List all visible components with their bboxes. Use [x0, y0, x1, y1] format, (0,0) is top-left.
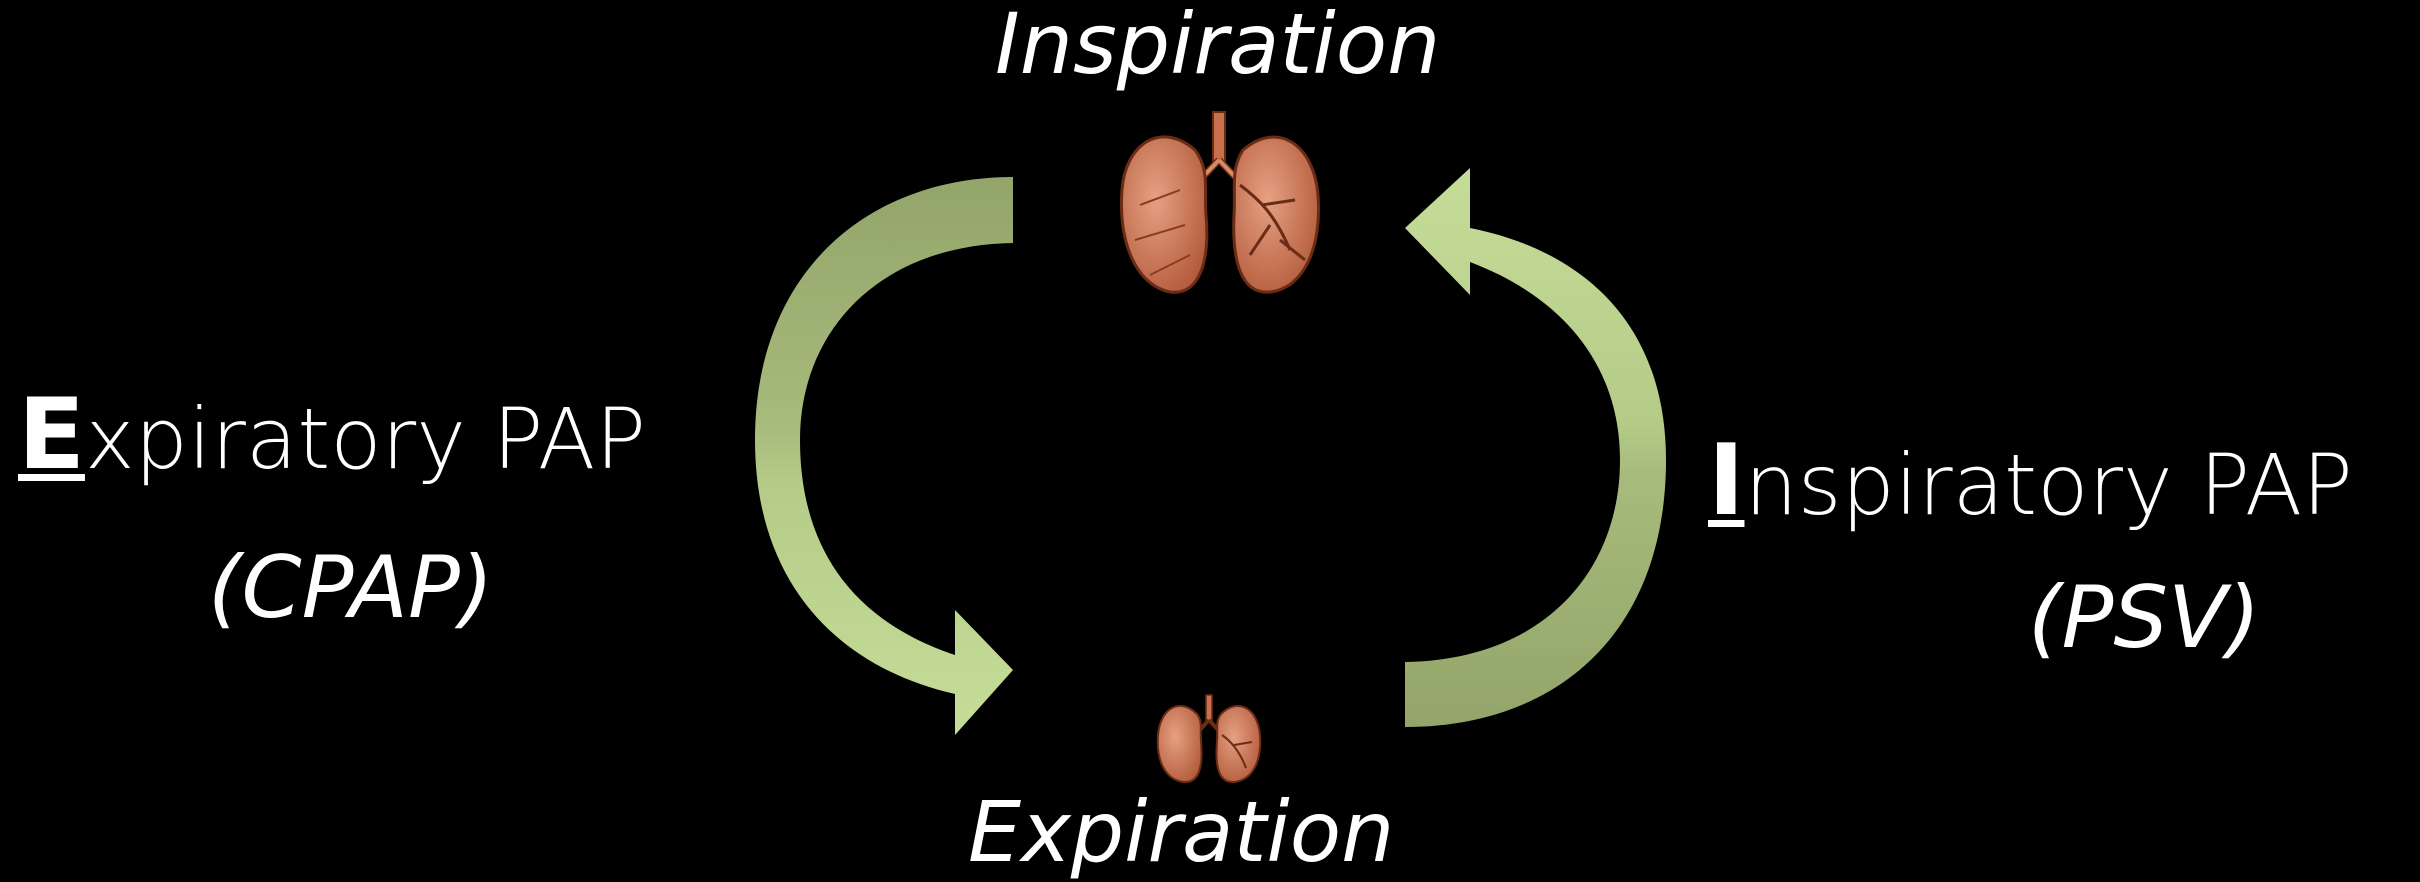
ipap-title-rest: nspiratory PAP: [1744, 436, 2352, 534]
epap-title-rest: xpiratory PAP: [85, 390, 646, 488]
epap-initial: E: [18, 378, 85, 492]
ipap-initial: I: [1708, 424, 1744, 538]
epap-subtitle: (CPAP): [208, 545, 493, 631]
expiration-label: Expiration: [968, 790, 1394, 874]
epap-title: Expiratory PAP: [18, 386, 646, 484]
inspiratory-cycle-arrow: [1405, 168, 1666, 727]
ipap-subtitle: (PSV): [2028, 575, 2260, 661]
expiratory-cycle-arrow: [755, 177, 1013, 735]
inspiration-label: Inspiration: [995, 2, 1440, 86]
lungs-inflated-icon: [1121, 112, 1318, 292]
lungs-deflated-icon: [1158, 695, 1261, 782]
ipap-title: Inspiratory PAP: [1708, 432, 2353, 530]
